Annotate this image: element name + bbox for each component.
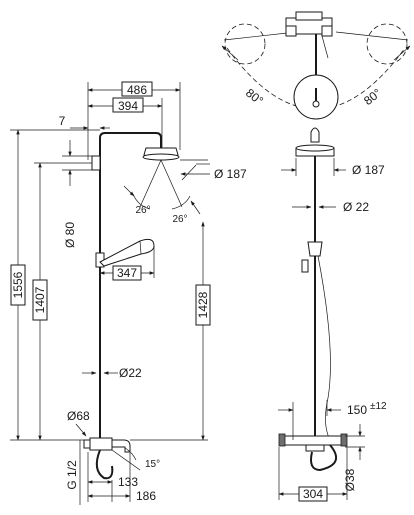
dim-thread-g12: G 1/2: [65, 460, 79, 490]
dim-1556: 1556: [11, 271, 25, 298]
front-mixer-knob-right: [340, 433, 348, 447]
front-hose: [317, 255, 331, 441]
swing-circle-right: [366, 23, 408, 65]
tilt-ref-right: [181, 164, 197, 181]
front-shower-rim: [295, 144, 335, 152]
swing-line-left: [223, 31, 297, 41]
dim-dia-187-side: Ø 187: [214, 167, 247, 181]
dim-186: 186: [136, 489, 156, 503]
overhead-arm: [99, 132, 162, 148]
hose-angle-line: [111, 449, 141, 471]
dim-hose-tolerance: ±12: [370, 401, 387, 412]
tilt-arrow-left: [123, 185, 135, 197]
top-mixer-knob-right: [321, 25, 333, 37]
wall-connector: [83, 439, 91, 449]
thermostat-body: [89, 437, 113, 451]
top-riser-end: [312, 100, 320, 108]
dim-angle-80-right: 80°: [361, 86, 384, 108]
dim-dia-22-side: Ø22: [119, 366, 142, 380]
swing-arrow-left: [221, 45, 239, 61]
front-mixer-body: [282, 435, 344, 446]
tilt-arrow-right: [190, 200, 201, 215]
dim-dia-38: Ø38: [343, 468, 357, 491]
top-mixer-knob-left: [285, 25, 297, 37]
swing-line-right: [335, 31, 409, 41]
bath-spout: [111, 439, 131, 453]
top-view: 80° 80°: [221, 11, 411, 120]
hose-loop: [95, 449, 114, 480]
dim-7: 7: [59, 114, 66, 128]
front-view: Ø 187 Ø 22 150 ±12 304 Ø38: [278, 127, 387, 502]
dim-347: 347: [117, 266, 137, 280]
dim-486: 486: [127, 83, 147, 97]
front-spout: [305, 444, 325, 452]
front-top-cap: [310, 127, 320, 143]
dim-394: 394: [118, 99, 138, 113]
hand-shower-face: [139, 240, 142, 255]
swing-circle-left: [224, 23, 266, 65]
front-mixer-knob-left: [278, 433, 286, 447]
front-hand-shower-slider: [301, 259, 309, 273]
wall-bracket: [91, 155, 101, 171]
dim-angle-15: 15°: [145, 459, 160, 470]
top-spout: [321, 35, 329, 59]
hose-angle-arc: [124, 447, 137, 461]
dim-1428: 1428: [196, 291, 210, 318]
dim-dia-22-front: Ø 22: [343, 200, 369, 214]
dim-304: 304: [303, 487, 323, 501]
hand-shower: [99, 238, 155, 267]
dim-angle-26-left: 26°: [135, 205, 150, 216]
tilt-line-right: [160, 159, 183, 208]
dim-133: 133: [118, 475, 138, 489]
side-view: 486 394 7 Ø 80 Ø 187 26° 26° 347 155: [10, 81, 247, 505]
swing-arc: [226, 47, 406, 110]
dim-dia-80: Ø 80: [63, 222, 77, 248]
dim-1407: 1407: [33, 286, 47, 313]
tilt-line-left: [139, 159, 162, 208]
top-mixer-handle: [295, 11, 323, 21]
front-hand-shower-cup: [307, 241, 323, 257]
tilt-arc-right: [171, 195, 191, 210]
dim-hose-150: 150: [347, 403, 367, 417]
dim-dia-68: Ø68: [67, 409, 90, 423]
front-hose-loop: [310, 444, 338, 472]
swing-arrow-right: [393, 45, 411, 61]
dim-angle-80-left: 80°: [243, 86, 266, 108]
dim-angle-26-right: 26°: [172, 214, 187, 225]
dim-line-68: [75, 423, 87, 437]
dim-dia-187-front: Ø 187: [352, 163, 385, 177]
overhead-shower-disc: [142, 153, 180, 161]
